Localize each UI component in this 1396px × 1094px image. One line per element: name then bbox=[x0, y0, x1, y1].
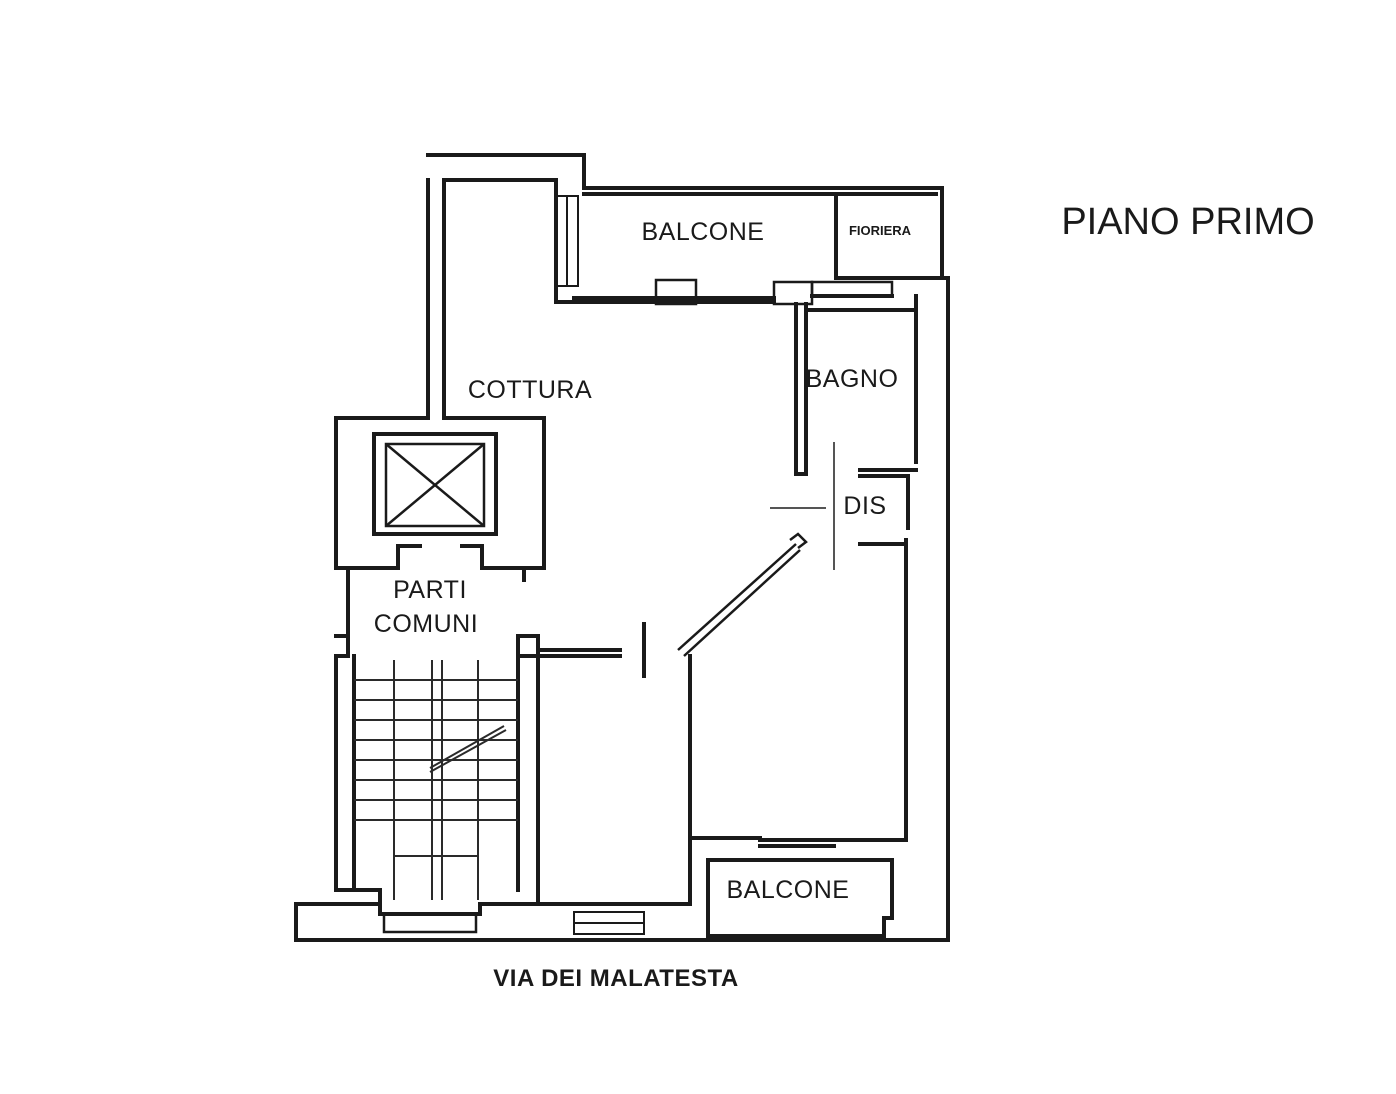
plan-title: PIANO PRIMO bbox=[1061, 201, 1314, 243]
room-label-bagno: BAGNO bbox=[806, 365, 899, 393]
dis-doors bbox=[770, 442, 835, 570]
room-label-comuni: COMUNI bbox=[374, 610, 478, 638]
room-label-fioriera: FIORIERA bbox=[849, 223, 912, 238]
room-label-cottura: COTTURA bbox=[468, 376, 592, 404]
room-label-dis: DIS bbox=[843, 492, 886, 520]
staircase bbox=[294, 634, 540, 934]
bagno-walls bbox=[794, 302, 918, 546]
common-parts-walls bbox=[334, 416, 546, 638]
balcony-windows bbox=[654, 278, 894, 306]
room-label-balcone-bottom: BALCONE bbox=[727, 876, 850, 904]
street-name: VIA DEI MALATESTA bbox=[493, 965, 738, 992]
room-label-parti: PARTI bbox=[393, 576, 467, 604]
cottura-partitions bbox=[536, 622, 692, 935]
angled-wall bbox=[677, 543, 836, 848]
balcony-bottom-frame bbox=[706, 858, 894, 938]
outer-walls bbox=[294, 153, 950, 942]
room-label-balcone-top: BALCONE bbox=[642, 218, 765, 246]
window-left-top bbox=[555, 195, 579, 287]
